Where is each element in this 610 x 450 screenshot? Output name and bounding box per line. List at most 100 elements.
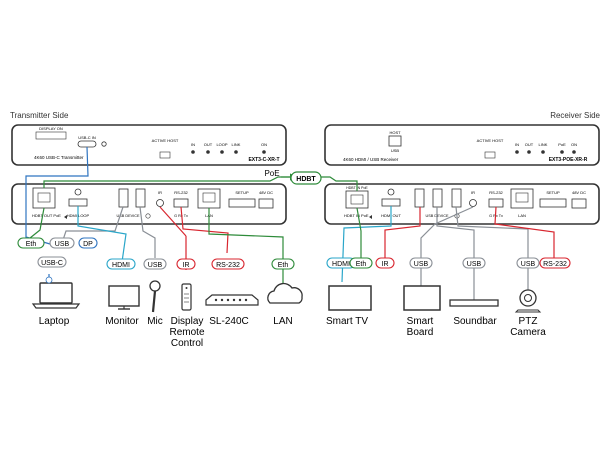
usb-c-in-port[interactable] [77,140,97,148]
rx-dc-port[interactable] [571,198,587,209]
smart-tv-icon[interactable] [328,285,372,311]
svg-text:LINK: LINK [539,142,548,147]
tx-rs232-port[interactable] [173,198,189,208]
svg-text:Eth: Eth [26,241,37,248]
receiver-front-panel: HOST USB 4K60 HDMI / USB Receiver ACTIVE… [324,124,600,166]
tx-status-leds: IN OUT LOOP LINK ON [191,142,267,154]
laptop-label: Laptop [39,316,70,327]
rx-model-name: EXT3-POE-XR-R [549,157,588,163]
ptz-camera-icon[interactable] [514,289,542,313]
rx-status-leds: IN OUT LINK PoE ON [515,142,577,154]
svg-text:ON: ON [261,142,267,147]
svg-text:USB-C: USB-C [41,260,63,267]
tx-hdmi-loop-port[interactable] [68,198,88,207]
svg-text:HDMI: HDMI [112,262,130,269]
tx-dc-port[interactable] [258,198,274,209]
tx-hdbt-port-label: HDBT OUT PoE [32,213,61,218]
laptop-icon[interactable] [31,276,81,309]
tx-active-host-label: ACTIVE HOST [152,138,179,143]
rx-lan-port[interactable] [510,188,534,209]
tx-hdbt-port[interactable] [32,187,56,209]
tx-setup-dip-switch[interactable] [228,198,256,208]
tx-usb-port-1[interactable] [118,188,129,208]
lan-label: LAN [273,316,292,327]
svg-text:Eth: Eth [356,261,367,268]
svg-text:OUT: OUT [525,142,534,147]
tx-rs232-pins: G Rx Tx [174,214,188,218]
hdbt-label: HDBT [296,176,316,183]
svg-text:ON: ON [571,142,577,147]
tx-rs232-label: RS-232 [174,190,188,195]
rx-rs232-port[interactable] [488,198,504,208]
display-on-button[interactable] [35,131,67,140]
rx-model-caption: 4K60 HDMI / USB Receiver [343,157,399,162]
rx-active-host-button[interactable] [484,151,496,159]
svg-text:OUT: OUT [204,142,213,147]
svg-text:HDMI: HDMI [332,261,350,268]
rx-usb-port-1[interactable] [414,188,425,208]
svg-text:USB: USB [148,262,163,269]
tx-model-name: EXT3-C-XR-T [248,157,279,163]
cloud-lan-icon[interactable] [267,282,303,304]
svg-text:IR: IR [382,261,389,268]
tx-usb-device-label: USB DEVICE [117,214,140,218]
tx-ir-port[interactable] [156,199,164,207]
poe-label: PoE [264,169,279,178]
hdbt-pill [290,171,322,185]
rx-hdbt-port[interactable] [345,190,369,209]
rx-lan-label: LAN [518,213,526,218]
svg-text:IN: IN [191,142,195,147]
rx-ir-port[interactable] [469,199,477,207]
remote-control-icon[interactable] [181,283,192,311]
rx-setup-dip-switch[interactable] [539,198,567,208]
svg-text:LOOP: LOOP [216,142,227,147]
svg-text:USB: USB [55,241,70,248]
microphone-icon[interactable] [149,280,161,313]
rx-usb-host-port[interactable] [388,135,402,147]
tx-setup-label: SETUP [235,190,249,195]
svg-text:RS-232: RS-232 [543,261,567,268]
rx-hdbt-port-label: HDBT IN PoE [344,213,369,218]
tx-active-host-button[interactable] [159,151,171,159]
soundbar-icon[interactable] [449,299,499,307]
sl-240c-label: SL-240C [209,316,248,327]
rx-cable-labels: HDMI Eth IR USB USB USB RS-232 [326,257,571,269]
svg-text:PoE: PoE [558,142,566,147]
tx-lan-port[interactable] [197,188,221,209]
tx-dc-label: 48V DC [259,190,273,195]
rx-usb-label: USB [391,148,400,153]
monitor-icon[interactable] [108,285,140,310]
usb-c-in-label: USB-C IN [78,135,96,140]
rx-host-label: HOST [389,130,401,135]
tx-model-caption: 4K60 USB-C Transmitter [34,155,84,160]
rx-usb-port-2[interactable] [432,188,443,208]
svg-text:IN: IN [515,142,519,147]
smart-tv-label: Smart TV [326,316,368,327]
monitor-label: Monitor [105,316,139,327]
smart-board-icon[interactable] [403,285,441,311]
sl-240c-keypad-icon[interactable] [205,294,259,306]
svg-text:DP: DP [83,241,93,248]
svg-text:USB: USB [467,261,482,268]
rx-usb-port-3[interactable] [451,188,462,208]
power-led [101,141,107,147]
tx-ir-label: IR [158,190,162,195]
svg-text:RS-232: RS-232 [216,262,240,269]
svg-text:Eth: Eth [278,262,289,269]
svg-text:USB: USB [414,261,429,268]
hdbt-link: PoE HDBT [43,169,358,191]
display-on-label: DISPLAY ON [39,126,63,131]
rx-ir-label: IR [471,190,475,195]
receiver-side-title: Receiver Side [550,111,600,120]
rx-hdmi-out-port[interactable] [381,198,401,207]
tx-usb-port-2[interactable] [135,188,146,208]
soundbar-label: Soundbar [453,316,497,327]
mic-label: Mic [147,316,163,327]
svg-text:IR: IR [183,262,190,269]
tx-cable-labels: Eth USB DP USB-C HDMI USB IR RS-232 Eth [17,237,295,270]
svg-text:USB: USB [521,261,536,268]
